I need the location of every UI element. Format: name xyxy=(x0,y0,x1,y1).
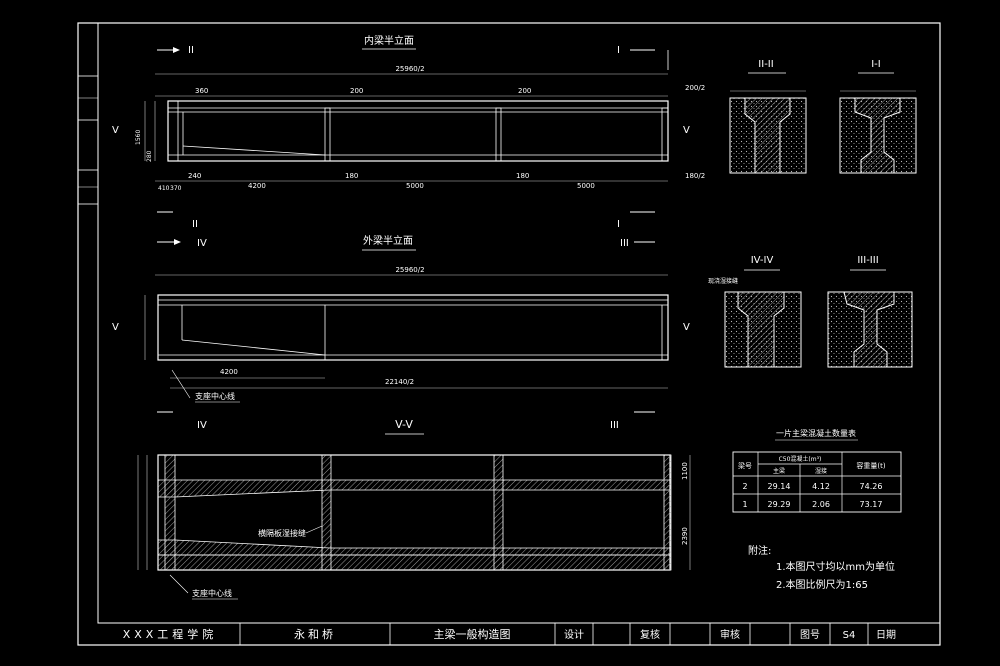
inner-beam-elevation: 内梁半立面 II I 25960/2 360 200 200 200/2 156… xyxy=(112,34,705,230)
notes: 附注: 1.本图尺寸均以mm为单位 2.本图比例尺为1:65 xyxy=(748,544,895,591)
plan-right-dim-2: 2390 xyxy=(681,527,689,545)
notes-title: 附注: xyxy=(748,544,771,557)
quantity-table: 一片主梁混凝土数量表 梁号 C50混凝土(m³) 主梁 湿接 容重量(t) 2 … xyxy=(732,428,902,513)
title-drawing: 主梁一般构造图 xyxy=(434,627,511,641)
title-block: XXX工程学院 永和桥 主梁一般构造图 设计 复核 审核 图号 S4 日期 xyxy=(98,622,940,645)
inner-bottom-dim-1: 240 xyxy=(188,172,201,180)
inner-top-dim-1: 360 xyxy=(195,87,208,95)
table-header-concrete: C50混凝土(m³) xyxy=(779,455,822,463)
section-iv-label: IV-IV xyxy=(751,255,774,266)
table-cell: 2 xyxy=(742,482,747,491)
title-school: XXX工程学院 xyxy=(123,627,218,641)
plan-right-dim-1: 1100 xyxy=(681,462,689,480)
table-cell: 2.06 xyxy=(812,500,830,509)
inner-section-left: II xyxy=(188,45,194,56)
section-iii: III-III xyxy=(827,255,913,368)
note-2: 2.本图比例尺为1:65 xyxy=(776,578,868,591)
outer-section-right: III xyxy=(620,238,629,249)
inner-cut-right: I xyxy=(617,219,620,230)
table-cell: 29.29 xyxy=(768,500,791,509)
plan-diaphragm-note: 横隔板湿接缝 xyxy=(258,528,306,538)
title-drawing-no: S4 xyxy=(843,630,856,641)
title-drawing-no-label: 图号 xyxy=(800,629,820,641)
table-sub-header-1: 主梁 xyxy=(773,467,785,475)
table-header-beam: 梁号 xyxy=(738,461,752,470)
inner-bottom-height-dim: 280 xyxy=(146,150,153,162)
plan-title: V-V xyxy=(395,418,413,431)
inner-bottom-dim-2: 4200 xyxy=(248,182,266,190)
table-cell: 29.14 xyxy=(768,482,791,491)
outer-bottom-dim-2: 22140/2 xyxy=(385,378,414,386)
plan-left-mark: IV xyxy=(197,420,207,431)
inner-side-mark-left: V xyxy=(112,125,119,136)
outer-section-left: IV xyxy=(197,238,207,249)
outer-support-note: 支座中心线 xyxy=(195,391,235,401)
inner-end-dim: 200/2 xyxy=(685,84,705,92)
inner-side-mark-right: V xyxy=(683,125,690,136)
table-cell: 4.12 xyxy=(812,482,830,491)
title-design: 设计 xyxy=(564,628,584,641)
inner-section-right: I xyxy=(617,45,620,56)
outer-side-mark-left: V xyxy=(112,322,119,333)
table-sub-header-2: 湿接 xyxy=(815,467,827,475)
table-cell: 1 xyxy=(742,500,747,509)
note-1: 1.本图尺寸均以mm为单位 xyxy=(776,560,895,573)
outer-overall-dim: 25960/2 xyxy=(395,266,424,274)
plan-right-mark: III xyxy=(610,420,619,431)
section-iii-label: III-III xyxy=(857,255,878,266)
table-header-weight: 容重量(t) xyxy=(856,461,885,470)
plan-view: IV V-V III 1100 2390 横隔板湿接缝 支座中心线 xyxy=(137,411,691,600)
table-cell: 73.17 xyxy=(860,500,883,509)
section-i: I-I xyxy=(839,59,917,174)
inner-frame xyxy=(97,22,941,624)
inner-bottom-small-1: 410 xyxy=(158,185,170,192)
inner-height-dim: 1560 xyxy=(135,130,142,145)
title-review: 复核 xyxy=(640,628,660,641)
inner-beam-title: 内梁半立面 xyxy=(364,34,414,47)
outer-beam-elevation: IV 外梁半立面 III 25960/2 V V 4200 22140/2 支座… xyxy=(112,234,690,403)
inner-bottom-dim-7: 180/2 xyxy=(685,172,705,180)
title-project: 永和桥 xyxy=(294,627,336,641)
plan-support-note: 支座中心线 xyxy=(192,588,232,598)
inner-bottom-dim-4: 5000 xyxy=(406,182,424,190)
section-i-label: I-I xyxy=(871,59,881,70)
inner-top-dim-3: 200 xyxy=(518,87,531,95)
outer-side-mark-right: V xyxy=(683,322,690,333)
outer-beam-title: 外梁半立面 xyxy=(363,234,413,247)
section-iv: IV-IV 现浇湿接缝 xyxy=(708,255,802,368)
inner-bottom-dim-6: 5000 xyxy=(577,182,595,190)
inner-cut-left: II xyxy=(192,219,198,230)
inner-bottom-small-2: 370 xyxy=(170,185,182,192)
section-ii: II-II xyxy=(729,59,807,174)
inner-bottom-dim-5: 180 xyxy=(516,172,529,180)
title-date-label: 日期 xyxy=(876,629,896,641)
section-ii-label: II-II xyxy=(758,59,773,70)
title-check: 审核 xyxy=(720,628,740,641)
table-cell: 74.26 xyxy=(860,482,883,491)
outer-bottom-dim-1: 4200 xyxy=(220,368,238,376)
section-iv-callout: 现浇湿接缝 xyxy=(708,277,738,285)
inner-overall-dim: 25960/2 xyxy=(395,65,424,73)
table-title: 一片主梁混凝土数量表 xyxy=(776,428,856,438)
inner-bottom-dim-3: 180 xyxy=(345,172,358,180)
inner-top-dim-2: 200 xyxy=(350,87,363,95)
